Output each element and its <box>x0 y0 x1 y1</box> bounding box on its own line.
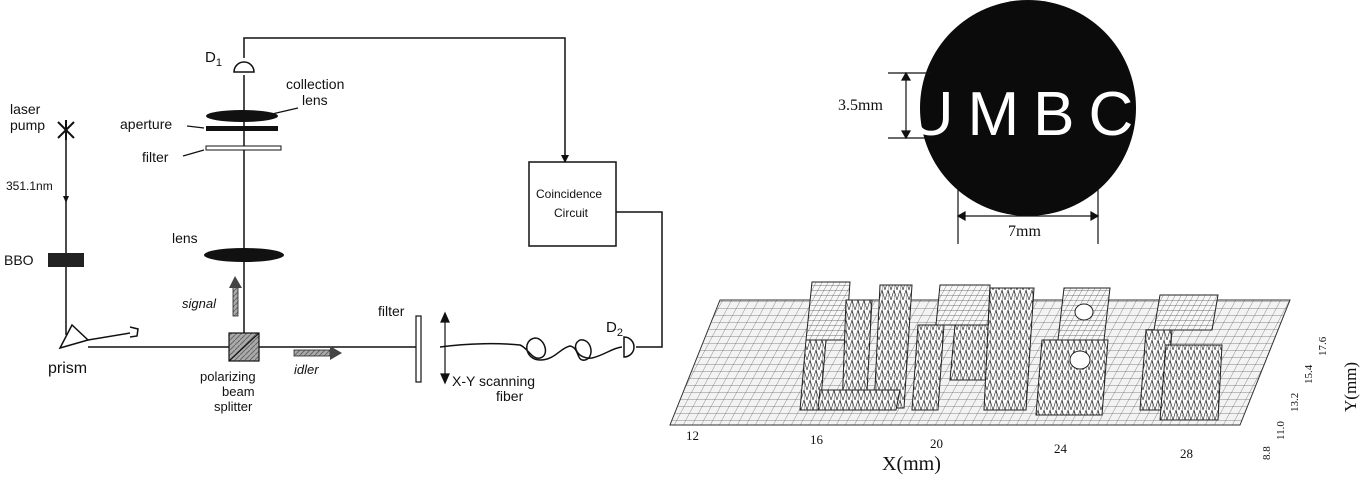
laser-star-icon <box>57 120 75 140</box>
y-tick-17-6: 17.6 <box>1317 336 1329 356</box>
lens-icon <box>204 248 284 262</box>
signal-arrow-icon <box>229 276 242 317</box>
umbc-mask: UMBC <box>909 0 1148 216</box>
signal-label: signal <box>182 296 217 311</box>
y-axis-label: Y(mm) <box>1341 362 1360 412</box>
x-axis-label: X(mm) <box>882 453 941 475</box>
aperture <box>206 126 278 131</box>
y-tick-15-4: 15.4 <box>1303 364 1315 384</box>
scanning-label-2: fiber <box>496 388 524 404</box>
x-tick-28: 28 <box>1180 446 1193 461</box>
pbs-label-2: beam <box>222 384 255 399</box>
width-dimension <box>956 185 1100 244</box>
pbs-label-1: polarizing <box>200 369 256 384</box>
x-tick-16: 16 <box>810 432 824 447</box>
aperture-label: aperture <box>120 116 172 132</box>
filter-top-pointer <box>182 149 205 157</box>
prism-dump-icon <box>87 326 139 341</box>
d2-detector-icon <box>623 336 635 358</box>
letter-c-peak <box>1139 294 1223 421</box>
aperture-pointer <box>186 125 205 129</box>
letter-u-peak <box>799 281 913 411</box>
width-label: 7mm <box>1008 223 1041 240</box>
scanning-label-1: X-Y scanning <box>452 373 535 389</box>
bbo-crystal <box>48 253 84 267</box>
y-tick-11-0: 11.0 <box>1275 421 1287 440</box>
y-tick-8-8: 8.8 <box>1261 446 1273 460</box>
x-tick-12: 12 <box>686 428 699 443</box>
letter-m-peak <box>911 284 1035 411</box>
coincidence-circuit-box <box>528 161 617 247</box>
height-label: 3.5mm <box>838 97 883 114</box>
prism-icon <box>58 323 90 350</box>
lens-label: lens <box>172 230 198 246</box>
mask-letters: UMBC <box>909 80 1148 149</box>
filter-right-label: filter <box>378 303 405 319</box>
x-tick-20: 20 <box>930 436 943 451</box>
collection-lens-label-1: collection <box>286 76 344 92</box>
filter-right <box>415 315 422 383</box>
wavelength-label: 351.1nm <box>6 179 53 193</box>
bbo-label: BBO <box>4 252 34 268</box>
x-tick-24: 24 <box>1054 441 1068 456</box>
d2-wire <box>616 211 663 348</box>
idler-label: idler <box>294 362 319 377</box>
collection-lens-pointer <box>271 107 299 115</box>
d1-detector-icon <box>233 61 255 73</box>
coincidence-label-1: Coincidence <box>536 187 602 201</box>
fiber-line <box>439 337 623 361</box>
prism-label: prism <box>48 360 87 377</box>
mask-disk <box>920 0 1136 216</box>
pbs-label-3: splitter <box>214 399 253 414</box>
filter-top <box>205 145 282 151</box>
collection-lens-label-2: lens <box>302 92 328 108</box>
beam-splitter <box>228 332 260 362</box>
surface-plot: 12 16 20 24 28 X(mm) 8.8 11.0 13.2 15.4 … <box>669 281 1360 475</box>
pump-arrow-icon <box>63 196 69 203</box>
laser-pump-label-2: pump <box>10 117 45 133</box>
laser-pump-label-1: laser <box>10 101 41 117</box>
height-dimension <box>888 71 932 140</box>
d1-wire <box>243 37 566 162</box>
idler-arrow-icon <box>293 346 342 360</box>
letter-b-peak <box>1035 287 1111 416</box>
y-tick-13-2: 13.2 <box>1289 393 1301 412</box>
coincidence-label-2: Circuit <box>554 206 589 220</box>
collection-lens-icon <box>206 110 278 122</box>
coincidence-arrow-icon <box>561 155 569 163</box>
filter-top-label: filter <box>142 149 169 165</box>
d2-label: D2 <box>606 319 623 339</box>
scan-arrow-icon <box>440 311 450 385</box>
d1-label: D1 <box>205 49 222 69</box>
